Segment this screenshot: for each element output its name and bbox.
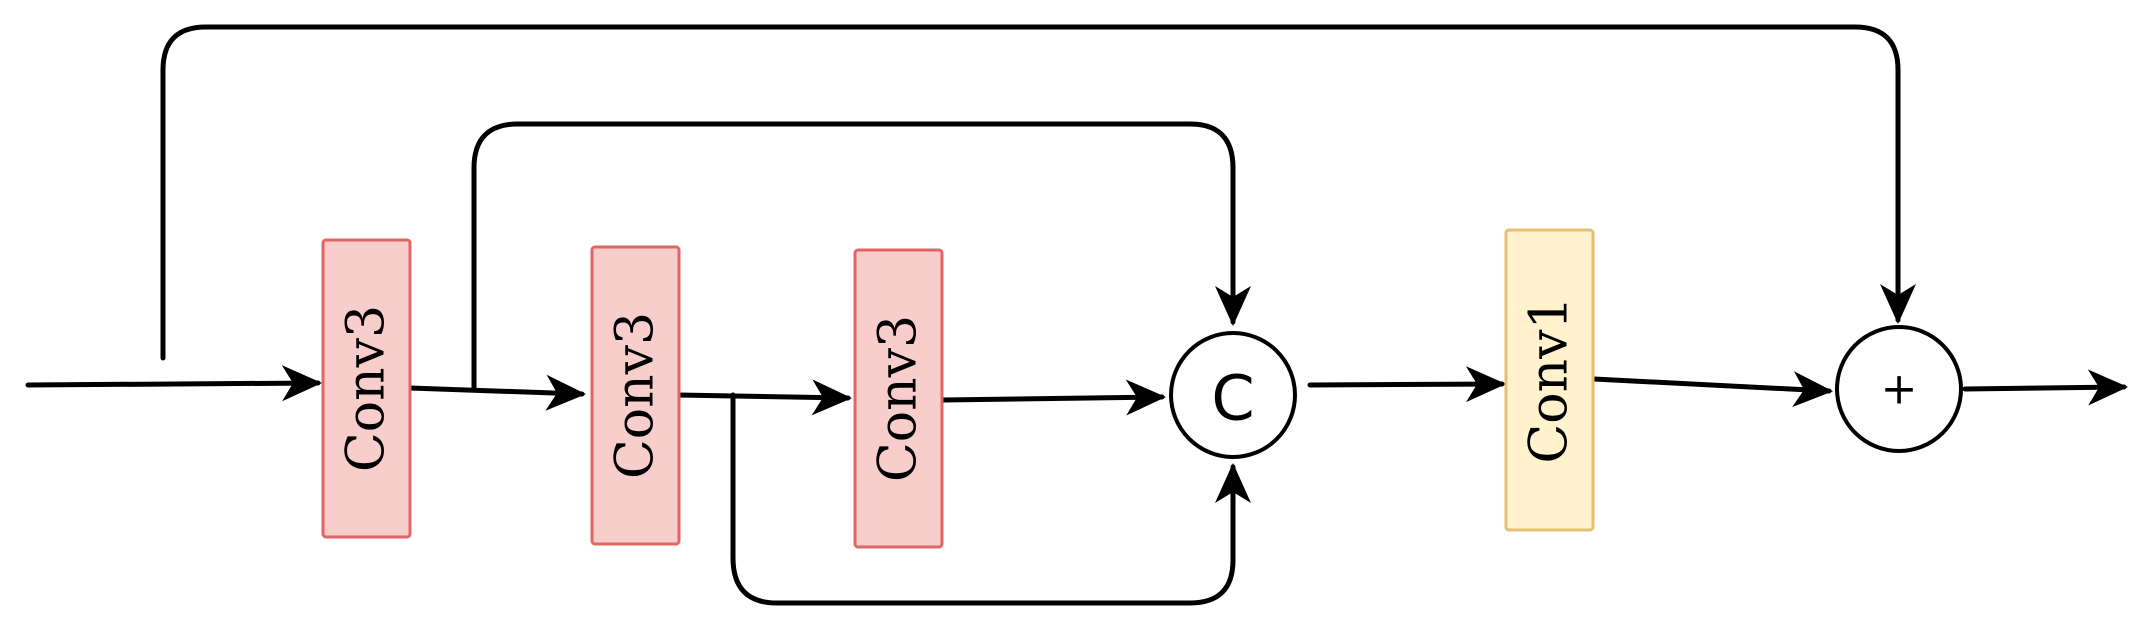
conv3-block-2: Conv3 [590,245,681,546]
conv1-block-label: Conv1 [1520,296,1580,463]
residual-skip-connection [160,24,1916,361]
conv3a-to-conv3b-arrow [407,374,586,411]
conv3-block-1: Conv3 [321,238,412,539]
conv1-to-add-arrow [1591,371,1833,408]
skip-conv3a-to-concat [471,121,1251,391]
skip-conv3b-to-concat [730,392,1251,606]
output-arrow [1962,369,2128,406]
concat-node: C [1169,331,1297,459]
concat-label: C [1211,362,1254,435]
conv3c-to-concat-arrow [940,379,1166,416]
conv3b-to-conv3c-arrow [675,379,852,416]
concat-to-conv1-arrow [1307,366,1506,403]
conv3-block-1-label: Conv3 [337,305,397,472]
input-arrow [25,365,322,402]
conv3-block-2-label: Conv3 [606,312,666,479]
conv3-block-3: Conv3 [853,248,944,549]
add-node: + [1835,325,1963,453]
conv3-block-3-label: Conv3 [869,315,929,482]
add-label: + [1881,364,1918,415]
conv1-block: Conv1 [1504,228,1595,532]
